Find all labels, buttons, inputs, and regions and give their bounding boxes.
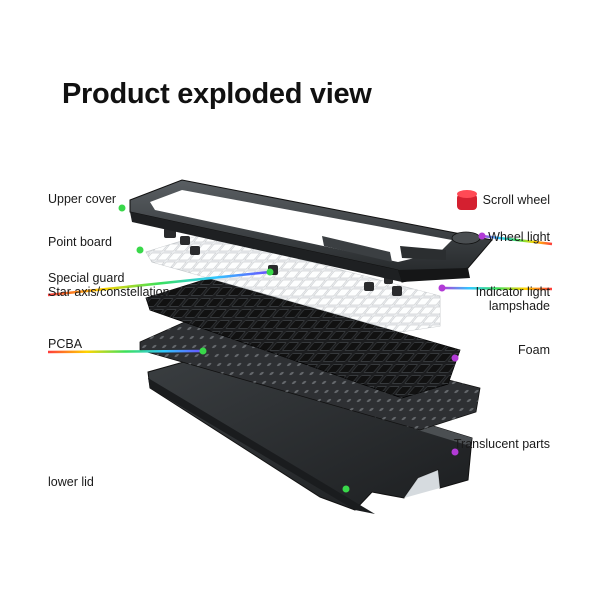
leader-lines — [47, 205, 553, 491]
marker-dots — [118, 204, 486, 493]
scroll-wheel-part — [457, 190, 477, 210]
label-scroll-wheel: Scroll wheel — [482, 193, 550, 207]
label-foam: Foam — [518, 343, 550, 357]
label-upper-cover: Upper cover — [48, 192, 117, 206]
label-translucent-parts: Translucent parts — [453, 437, 550, 451]
label-wheel-light: Wheel light — [488, 230, 550, 244]
page-title: Product exploded view — [62, 78, 372, 110]
label-pcba: PCBA — [48, 337, 83, 351]
point-board-part — [145, 228, 441, 333]
label-indicator-light: Indicator light — [475, 285, 550, 299]
label-point-board: Point board — [48, 235, 112, 249]
label-lower-lid: lower lid — [48, 475, 94, 489]
upper-cover-part — [129, 179, 493, 283]
label-star-axis: Star axis/constellation — [48, 285, 170, 299]
label-lampshade: lampshade — [488, 299, 550, 313]
label-special-guard: Special guard — [48, 271, 125, 285]
